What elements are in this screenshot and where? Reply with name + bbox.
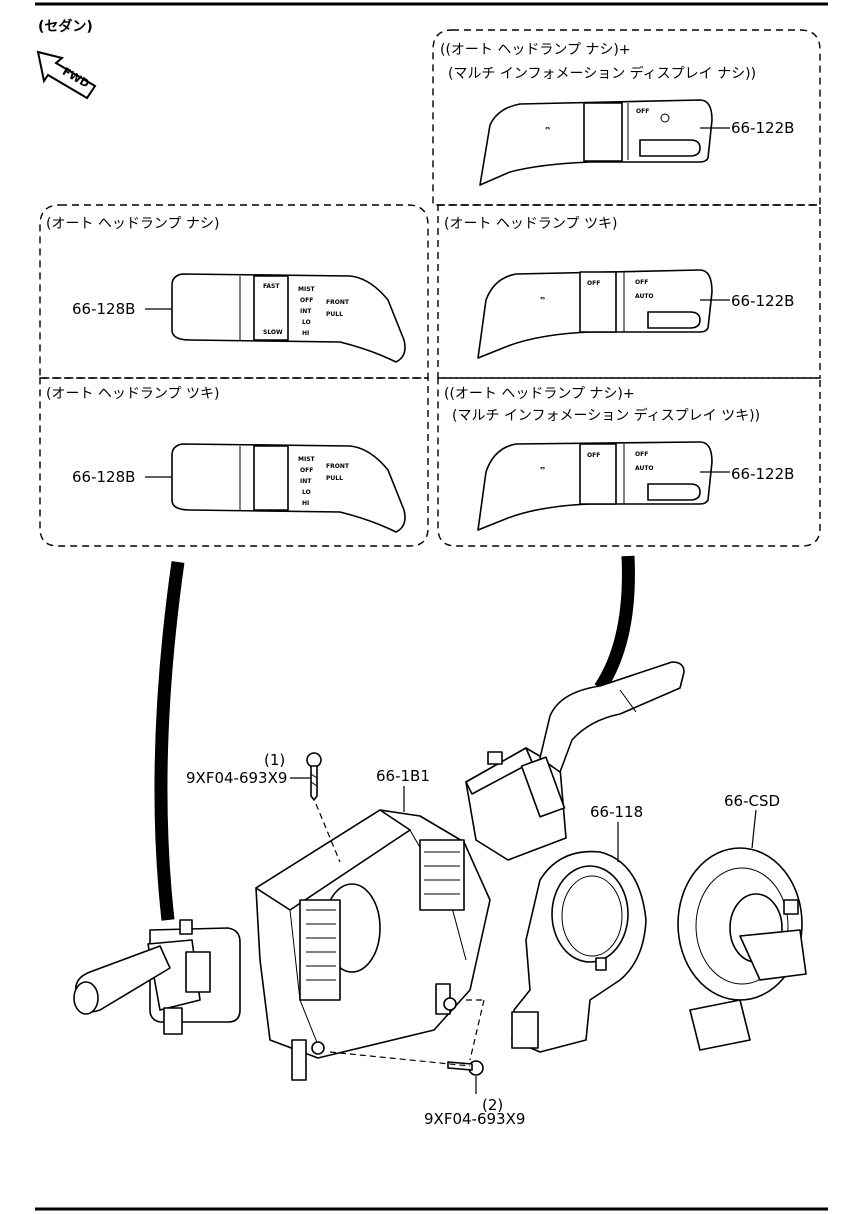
headlight-switch-lever-top: OFF ⇔	[479, 99, 713, 186]
wiper-switch-assembly	[73, 919, 241, 1035]
svg-text:⇔: ⇔	[545, 125, 550, 132]
callout-mid-right-part: 66-122B	[731, 292, 794, 310]
clock-spring-66-csd	[677, 847, 807, 1051]
screw-top-dashed-path	[315, 803, 341, 863]
mid-left-title: (オート ヘッドランプ ナシ)	[46, 216, 219, 232]
svg-text:AUTO: AUTO	[635, 293, 654, 300]
reference-curve-right	[594, 555, 635, 692]
top-right-title-2: (マルチ インフォメーション ディスプレイ ナシ))	[448, 65, 756, 82]
svg-text:OFF: OFF	[635, 279, 648, 286]
screw-bottom-dashed-path	[329, 1051, 471, 1067]
callout-clock-spring: 66-118	[590, 803, 643, 821]
callout-bottom-left-part: 66-128B	[72, 468, 135, 486]
svg-text:FAST: FAST	[263, 283, 280, 290]
callout-bottom-right-part: 66-122B	[731, 465, 794, 483]
fwd-arrow-icon: FWD	[36, 50, 97, 100]
wiper-switch-lever-bottom: MIST OFF INT LO HI FRONT PULL	[171, 443, 406, 533]
bottom-left-box	[39, 377, 429, 547]
bottom-right-box	[437, 377, 821, 547]
svg-text:LO: LO	[302, 319, 311, 326]
svg-text:OFF: OFF	[587, 452, 600, 459]
svg-text:MIST: MIST	[298, 456, 316, 463]
bottom-left-title: (オート ヘッドランプ ツキ)	[46, 386, 219, 402]
screw-bottom-icon	[447, 1060, 484, 1076]
top-right-box	[432, 29, 821, 206]
svg-text:SLOW: SLOW	[263, 329, 283, 336]
bottom-right-title-2: (マルチ インフォメーション ディスプレイ ツキ))	[452, 407, 760, 424]
callout-screw-bottom-num: (2)	[482, 1096, 503, 1114]
svg-text:⇔: ⇔	[540, 465, 545, 472]
svg-text:⇔: ⇔	[540, 295, 545, 302]
svg-text:HI: HI	[302, 330, 309, 337]
svg-text:OFF: OFF	[300, 297, 313, 304]
svg-text:OFF: OFF	[635, 451, 648, 458]
svg-text:MIST: MIST	[298, 286, 316, 293]
callout-screw-bottom: 9XF04-693X9	[424, 1110, 525, 1128]
svg-text:FRONT: FRONT	[326, 463, 350, 470]
variant-label: (セダン)	[38, 18, 93, 35]
callout-csd: 66-CSD	[724, 792, 780, 810]
callout-screw-top-num: (1)	[264, 751, 285, 769]
top-right-title-1: ((オート ヘッドランプ ナシ)+	[440, 42, 631, 58]
svg-text:HI: HI	[302, 500, 309, 507]
screw-top-icon	[306, 752, 322, 801]
callout-screw-top: 9XF04-693X9	[186, 769, 287, 787]
svg-text:INT: INT	[300, 308, 312, 315]
svg-text:PULL: PULL	[326, 311, 343, 318]
svg-text:OFF: OFF	[300, 467, 313, 474]
svg-text:LO: LO	[302, 489, 311, 496]
bottom-right-title-1: ((オート ヘッドランプ ナシ)+	[444, 386, 635, 402]
light-switch-assembly	[465, 661, 685, 861]
switch-bracket-66-1b1	[255, 809, 491, 1081]
svg-text:FRONT: FRONT	[326, 299, 350, 306]
wiper-switch-lever-mid: FAST SLOW MIST OFF INT LO HI FRONT PULL	[171, 273, 406, 363]
callout-mid-left-part: 66-128B	[72, 300, 135, 318]
svg-text:OFF: OFF	[587, 280, 600, 287]
mid-right-title: (オート ヘッドランプ ツキ)	[444, 216, 617, 232]
svg-text:AUTO: AUTO	[635, 465, 654, 472]
headlight-switch-lever-mid: OFF OFF AUTO ⇔	[477, 269, 713, 359]
svg-text:OFF: OFF	[636, 108, 649, 115]
clock-spring-66-118	[511, 850, 647, 1053]
callout-top-right-part: 66-122B	[731, 119, 794, 137]
svg-text:PULL: PULL	[326, 475, 343, 482]
callout-bracket: 66-1B1	[376, 767, 430, 785]
headlight-switch-lever-bottom: OFF OFF AUTO ⇔	[477, 441, 713, 531]
svg-text:INT: INT	[300, 478, 312, 485]
reference-curve-left	[154, 561, 185, 921]
mid-right-box	[437, 204, 821, 379]
